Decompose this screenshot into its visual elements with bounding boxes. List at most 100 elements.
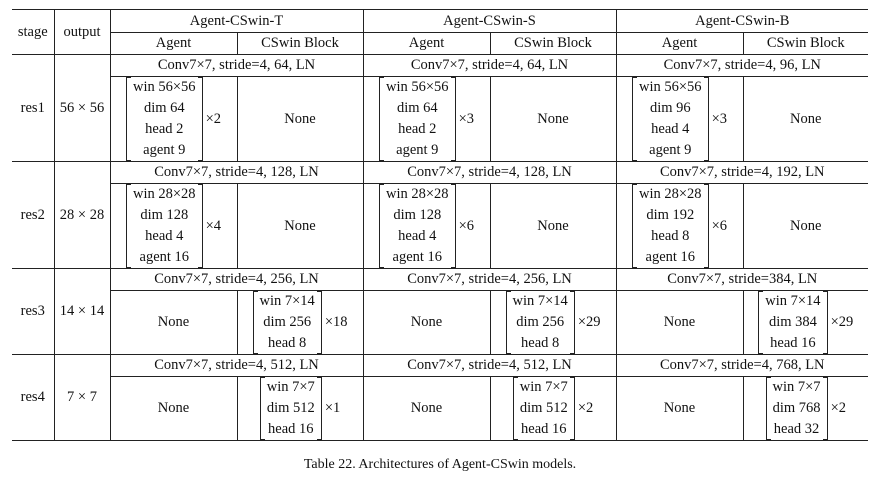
sub-header-cswin: CSwin Block: [743, 32, 868, 55]
block-repeat-count: ×2: [830, 400, 846, 416]
stage-cell: res4: [12, 354, 55, 441]
block-param: win 7×14: [512, 293, 568, 309]
block-param: head 2: [145, 121, 184, 137]
bracket-corner: [703, 77, 709, 78]
sub-header-cswin: CSwin Block: [237, 32, 364, 55]
bracket-corner: [822, 439, 828, 440]
conv-stem-cell: Conv7×7, stride=4, 512, LN: [363, 354, 617, 377]
output-header: output: [54, 9, 111, 55]
block-param: win 56×56: [639, 79, 702, 95]
bracket-corner: [822, 291, 828, 292]
architecture-table: stage output Agent-CSwin-T Agent-CSwin-S…: [12, 9, 868, 441]
bracket-corner: [252, 291, 258, 292]
block-repeat-count: ×2: [205, 110, 221, 127]
none-cell: None: [363, 290, 491, 355]
header-row-blocks: Agent CSwin Block Agent CSwin Block Agen…: [12, 32, 868, 55]
conv-stem-cell: Conv7×7, stride=4, 128, LN: [110, 161, 364, 184]
bracket-corner: [758, 291, 764, 292]
block-param: dim 768: [772, 400, 821, 416]
block-param: agent 16: [392, 249, 443, 265]
none-cell: None: [616, 290, 744, 355]
bracket-corner: [379, 160, 384, 161]
output-cell: 28 × 28: [54, 161, 111, 269]
none-cell: None: [490, 183, 617, 269]
conv-stem-cell: Conv7×7, stride=4, 64, LN: [363, 54, 617, 77]
bracket-corner: [450, 77, 456, 78]
block-param: dim 64: [396, 100, 438, 116]
block-matrix: win 56×56 dim 96 head 4 agent 9 ×3: [632, 77, 727, 161]
none-cell: None: [237, 183, 364, 269]
conv-stem-cell: Conv7×7, stride=4, 256, LN: [363, 268, 617, 291]
bracket-corner: [822, 377, 828, 378]
bracket-corner: [379, 184, 384, 185]
stage-cell: res1: [12, 54, 55, 162]
bracket-corner: [703, 160, 709, 161]
sub-header-agent: Agent: [616, 32, 744, 55]
bracket-corner: [569, 353, 575, 354]
block-param: dim 96: [649, 100, 691, 116]
block-matrix: win 56×56 dim 64 head 2 agent 9 ×3: [379, 77, 474, 161]
none-cell: None: [743, 76, 868, 162]
conv-stem-cell: Conv7×7, stride=384, LN: [616, 268, 868, 291]
block-param: win 28×28: [133, 186, 196, 202]
block-param: agent 16: [645, 249, 696, 265]
block-param: head 16: [521, 421, 567, 437]
none-cell: None: [110, 290, 238, 355]
block-repeat-count: ×1: [324, 400, 341, 416]
bracket-corner: [126, 160, 131, 161]
block-repeat-count: ×3: [711, 110, 727, 127]
output-cell: 14 × 14: [54, 268, 111, 355]
conv-stem-cell: Conv7×7, stride=4, 192, LN: [616, 161, 868, 184]
bracket-corner: [379, 77, 384, 78]
block-param: win 7×14: [259, 293, 315, 309]
block-repeat-count: ×3: [458, 110, 474, 127]
output-cell: 7 × 7: [54, 354, 111, 441]
bracket-corner: [126, 267, 131, 268]
block-repeat-count: ×6: [458, 217, 474, 234]
block-param: agent 9: [649, 142, 692, 158]
bracket-corner: [505, 353, 511, 354]
block-param: agent 16: [139, 249, 190, 265]
bracket-corner: [822, 353, 828, 354]
block-param: head 16: [268, 421, 314, 437]
block-param: win 56×56: [133, 79, 196, 95]
bracket-corner: [569, 439, 575, 440]
bracket-corner: [316, 377, 322, 378]
none-cell: None: [490, 76, 617, 162]
block-repeat-count: ×2: [577, 400, 594, 416]
conv-stem-cell: Conv7×7, stride=4, 96, LN: [616, 54, 868, 77]
stage-cell: res2: [12, 161, 55, 269]
block-param: dim 192: [646, 207, 695, 223]
block-param: agent 9: [396, 142, 439, 158]
block-param: dim 256: [263, 314, 312, 330]
bracket-corner: [632, 267, 637, 268]
block-param: win 56×56: [386, 79, 449, 95]
block-param: head 4: [651, 121, 690, 137]
none-cell: None: [110, 376, 238, 441]
agent-block-cell: win 56×56 dim 96 head 4 agent 9 ×3: [616, 76, 744, 162]
bracket-corner: [197, 77, 203, 78]
block-param: head 2: [398, 121, 437, 137]
bracket-corner: [316, 291, 322, 292]
block-repeat-count: ×4: [205, 217, 221, 234]
conv-stem-cell: Conv7×7, stride=4, 256, LN: [110, 268, 364, 291]
